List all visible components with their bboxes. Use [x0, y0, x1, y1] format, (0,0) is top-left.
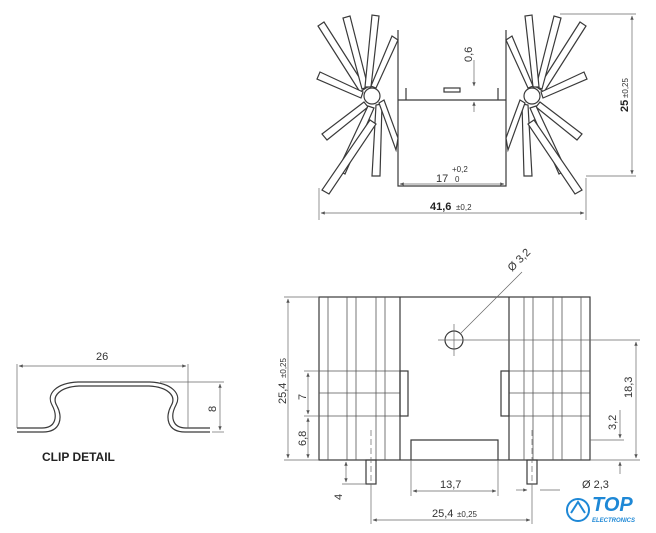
clip-detail-view: 26 8 CLIP DETAIL: [16, 351, 224, 464]
top-view: 41,6 ±0,2 17 +0,2 0 25 ±0,25 0,6: [316, 13, 636, 220]
fin: [342, 15, 369, 90]
dim-base-tol-lower: 0: [455, 175, 460, 184]
fin: [537, 21, 587, 93]
dim-18-3: 18,3: [623, 377, 635, 398]
dim-height-tol: ±0,25: [621, 77, 630, 98]
base-notch: [410, 439, 499, 460]
logo-chevron-icon: [570, 500, 586, 514]
dim-6-8: 6,8: [297, 431, 309, 446]
fin: [378, 99, 399, 153]
dim-base-tol-upper: +0,2: [452, 165, 468, 174]
dim-front-height: 25,4: [277, 383, 289, 404]
fin: [317, 21, 367, 93]
dim-7: 7: [297, 394, 309, 400]
fin-hub: [523, 87, 541, 105]
fin: [535, 101, 583, 141]
dim-height: 25: [619, 100, 631, 112]
fin: [364, 14, 380, 88]
dim-13-7: 13,7: [440, 479, 461, 491]
logo-sub: ELECTRONICS: [592, 518, 635, 524]
dim-4: 4: [333, 494, 345, 500]
logo-mark-icon: [566, 498, 590, 522]
dim-width-tol: ±0,2: [456, 203, 472, 212]
logo-name: TOP: [592, 494, 633, 516]
dim-width: 41,6: [430, 201, 451, 213]
fin: [505, 99, 526, 153]
dim-base: 17: [436, 173, 448, 185]
dim-plate: 0,6: [463, 47, 475, 62]
fin: [535, 15, 562, 90]
fin: [370, 35, 399, 89]
clip-dim-width: 26: [96, 351, 108, 363]
dim-3-2: 3,2: [607, 415, 619, 430]
dim-front-height-tol: ±0,25: [279, 357, 288, 378]
dim-pitch-tol: ±0,25: [457, 510, 478, 519]
front-outline: [318, 296, 591, 461]
fin: [321, 101, 369, 141]
fin: [321, 119, 377, 195]
clip-outline-inner: [17, 385, 210, 433]
fin: [521, 103, 533, 177]
front-view: Ø 3,2 25,4 ±0,25 7 6,8 4 13,7 25,4: [277, 247, 640, 524]
clip-tab: [500, 370, 510, 417]
clip-outline: [17, 381, 210, 429]
dim-hole: Ø 3,2: [506, 247, 534, 275]
clip-tab: [399, 370, 409, 417]
plate-tab: [443, 87, 461, 93]
leader-line: [459, 271, 523, 335]
fin: [540, 71, 588, 99]
top-electronics-logo: TOP ELECTRONICS: [566, 494, 635, 524]
fin: [316, 71, 364, 99]
fin: [527, 119, 583, 195]
clip-detail-caption: CLIP DETAIL: [42, 450, 115, 464]
right-fin-cluster: [505, 14, 588, 195]
fin: [524, 14, 540, 88]
dim-pin: Ø 2,3: [582, 479, 609, 491]
fin: [371, 103, 383, 177]
fin: [505, 35, 534, 89]
dim-pitch: 25,4: [432, 508, 453, 520]
clip-dim-height: 8: [207, 406, 219, 412]
left-fin-cluster: [316, 14, 399, 195]
fin-hub: [363, 87, 381, 105]
